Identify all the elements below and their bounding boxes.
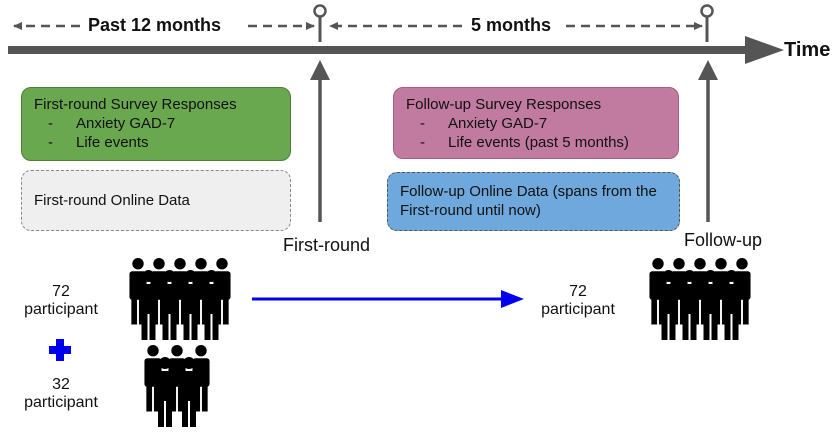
plus-icon — [49, 339, 71, 361]
first-round-survey-box: First-round Survey Responses Anxiety GAD… — [21, 87, 291, 161]
first-round-online-data-label: First-round Online Data — [34, 192, 190, 209]
participant-flow-arrowhead — [501, 290, 524, 308]
participant-group-first-round-72 — [129, 258, 231, 340]
time-axis-label: Time — [784, 39, 831, 61]
participant-group-follow-up-72 — [649, 258, 751, 340]
person-icon — [160, 270, 179, 340]
time-axis-arrowhead — [745, 36, 784, 64]
person-icon — [722, 270, 741, 340]
person-icon — [139, 270, 158, 340]
person-icon — [156, 357, 174, 427]
follow-up-online-data-label: Follow-up Online Data (spans from the Fi… — [400, 183, 657, 219]
follow-up-count-unit: participant — [541, 301, 615, 318]
follow-up-up-arrowhead — [698, 60, 718, 80]
period1-label: Past 12 months — [88, 15, 222, 35]
first-round-online-data-box: First-round Online Data — [21, 170, 291, 231]
follow-up-count-label: 72 participant — [535, 283, 621, 319]
first-round-count-unit: participant — [24, 301, 98, 318]
participant-group-first-round-32 — [144, 345, 210, 427]
first-round-survey-list: Anxiety GAD-7 Life events — [34, 114, 278, 152]
additional-count-unit: participant — [24, 394, 98, 411]
first-round-marker-label: First-round — [283, 235, 371, 255]
first-round-survey-title: First-round Survey Responses — [34, 96, 237, 113]
first-round-count-value: 72 — [52, 283, 70, 300]
follow-up-online-data-box: Follow-up Online Data (spans from the Fi… — [387, 172, 680, 231]
person-icon — [181, 270, 200, 340]
first-round-count-label: 72 participant — [20, 283, 102, 319]
list-item: Anxiety GAD-7 — [406, 114, 666, 133]
follow-up-survey-list: Anxiety GAD-7 Life events (past 5 months… — [406, 114, 666, 152]
person-icon — [202, 270, 221, 340]
first-round-up-arrowhead — [310, 60, 330, 80]
follow-up-survey-box: Follow-up Survey Responses Anxiety GAD-7… — [393, 87, 679, 159]
period2-label: 5 months — [471, 15, 552, 35]
follow-up-marker-label: Follow-up — [684, 230, 763, 250]
person-icon — [180, 357, 198, 427]
follow-up-survey-title: Follow-up Survey Responses — [406, 96, 602, 113]
follow-up-count-value: 72 — [569, 283, 587, 300]
list-item: Life events — [34, 133, 278, 152]
person-icon — [680, 270, 699, 340]
person-icon — [659, 270, 678, 340]
list-item: Anxiety GAD-7 — [34, 114, 278, 133]
list-item: Life events (past 5 months) — [406, 133, 666, 152]
timeline-marker-icon — [700, 4, 714, 42]
person-icon — [701, 270, 720, 340]
timeline-marker-icon — [313, 4, 327, 42]
additional-count-label: 32 participant — [20, 376, 102, 412]
additional-count-value: 32 — [52, 376, 70, 393]
